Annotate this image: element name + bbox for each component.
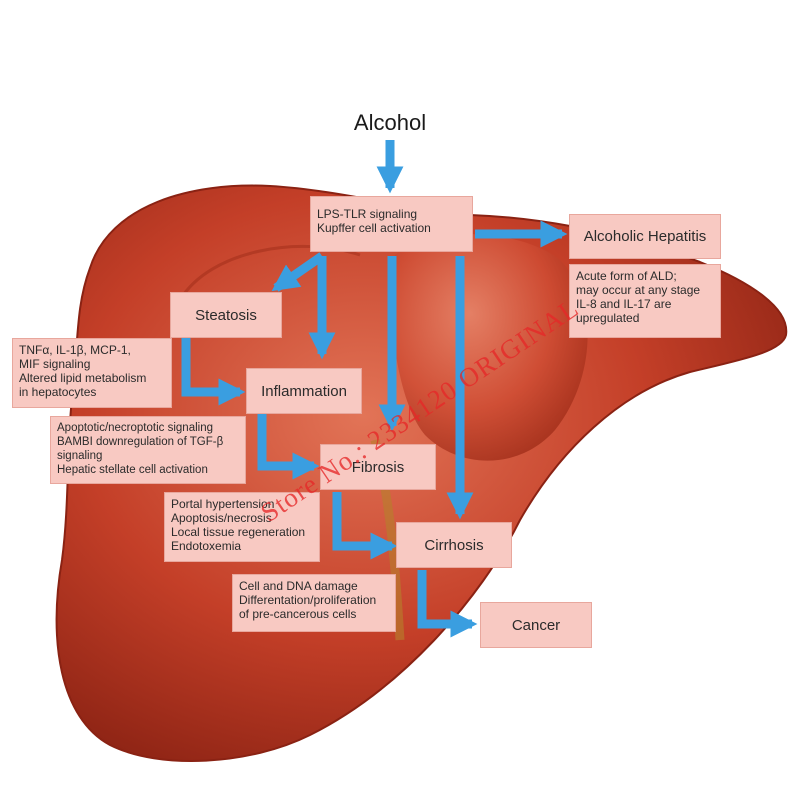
inflammation-note-line-1: Apoptotic/necroptotic signaling — [57, 422, 213, 434]
steatosis-note-line-2: MIF signaling — [19, 357, 91, 371]
hepatitis-note-line-4: upregulated — [576, 311, 640, 325]
fibrosis-note-line-3: Local tissue regeneration — [171, 525, 306, 539]
cirrhosis-note-line-1: Cell and DNA damage — [239, 579, 358, 593]
inflammation-note-line-2: BAMBI downregulation of TGF-β — [57, 436, 224, 448]
hepatitis-note-line-3: IL-8 and IL-17 are — [576, 297, 672, 311]
arrow-inflammation-to-fibrosis — [257, 410, 320, 480]
inflammation-box: Inflammation — [246, 368, 362, 414]
cirrhosis-note-line-3: of pre-cancerous cells — [239, 607, 357, 621]
cirrhosis-note-line-2: Differentation/proliferation — [239, 593, 377, 607]
fibrosis-note: Portal hypertension Apoptosis/necrosis L… — [164, 492, 320, 562]
lps-line-2: Kupffer cell activation — [317, 221, 431, 235]
cirrhosis-label: Cirrhosis — [424, 536, 484, 554]
inflammation-note-line-4: Hepatic stellate cell activation — [57, 464, 208, 476]
cancer-label: Cancer — [511, 616, 561, 634]
cirrhosis-box: Cirrhosis — [396, 522, 512, 568]
steatosis-box: Steatosis — [170, 292, 282, 338]
inflammation-note-line-3: signaling — [57, 450, 103, 462]
steatosis-note: TNFα, IL-1β, MCP-1, MIF signaling Altere… — [12, 338, 172, 408]
inflammation-note: Apoptotic/necroptotic signaling BAMBI do… — [50, 416, 246, 484]
arrow-lps-to-steatosis — [271, 252, 325, 292]
fibrosis-note-line-4: Endotoxemia — [171, 539, 242, 553]
hepatitis-note: Acute form of ALD; may occur at any stag… — [569, 264, 721, 338]
steatosis-note-line-1: TNFα, IL-1β, MCP-1, — [19, 343, 131, 357]
cancer-box: Cancer — [480, 602, 592, 648]
steatosis-label: Steatosis — [195, 306, 257, 324]
arrow-cirrhosis-to-cancer — [417, 570, 478, 638]
alcoholic-hepatitis-box: Alcoholic Hepatitis — [569, 214, 721, 259]
diagram-title: Alcohol — [353, 110, 427, 135]
liver-lobe — [391, 234, 588, 461]
hepatitis-note-line-1: Acute form of ALD; — [576, 269, 677, 283]
steatosis-note-line-3: Altered lipid metabolism — [19, 371, 147, 385]
hepatitis-note-line-2: may occur at any stage — [576, 283, 701, 297]
flow-arrows — [181, 140, 568, 638]
fibrosis-box: Fibrosis — [320, 444, 436, 490]
lps-line-1: LPS-TLR signaling — [317, 207, 418, 221]
fibrosis-label: Fibrosis — [351, 458, 405, 476]
steatosis-note-line-4: in hepatocytes — [19, 385, 97, 399]
arrow-fibrosis-to-cirrhosis — [332, 492, 398, 560]
lps-tlr-box: LPS-TLR signaling Kupffer cell activatio… — [310, 196, 473, 252]
fibrosis-note-line-1: Portal hypertension — [171, 497, 275, 511]
alcoholic-hepatitis-label: Alcoholic Hepatitis — [583, 228, 707, 245]
arrow-steatosis-to-inflammation — [181, 338, 246, 406]
inflammation-label: Inflammation — [261, 382, 347, 400]
cirrhosis-note: Cell and DNA damage Differentation/proli… — [232, 574, 396, 632]
fibrosis-note-line-2: Apoptosis/necrosis — [171, 511, 272, 525]
